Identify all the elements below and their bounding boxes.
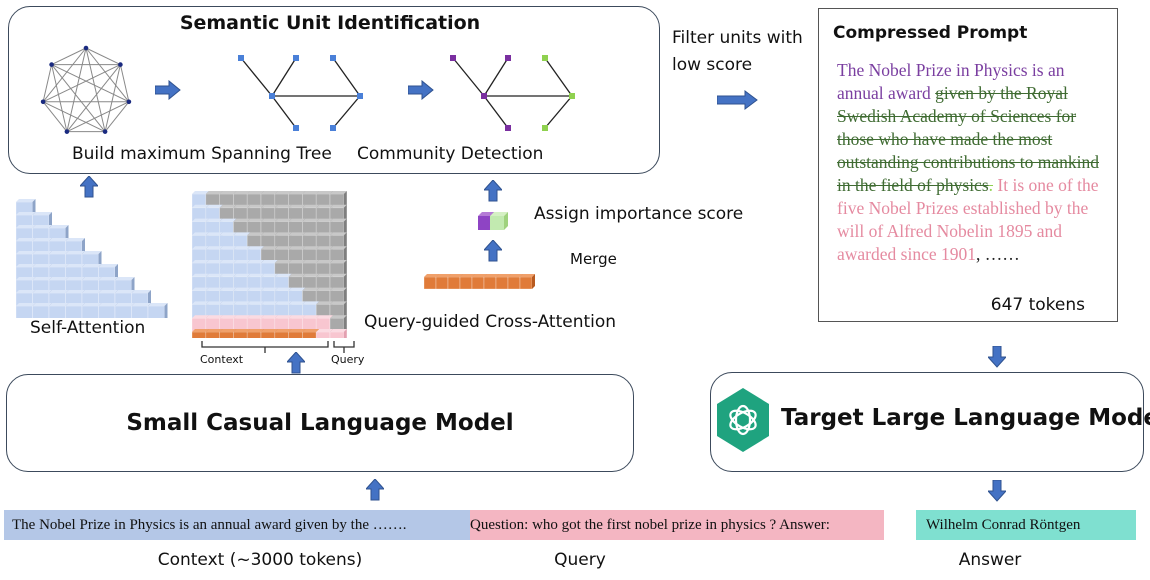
compressed-prompt-title: Compressed Prompt <box>833 23 1028 43</box>
query-bracket-label: Query <box>331 353 365 366</box>
right-arrow-icon <box>155 80 181 100</box>
graph-edge <box>85 47 106 132</box>
target-llm-box: Target Large Language Model <box>710 372 1150 472</box>
assign-importance-label: Assign importance score <box>534 204 744 224</box>
matrix-cell <box>329 273 347 291</box>
context-bracket-label: Context <box>200 353 244 366</box>
build-spanning-tree-label: Build maximum Spanning Tree <box>72 144 332 164</box>
graph-node <box>40 99 46 105</box>
importance-score-cubes <box>478 212 508 230</box>
matrix-cell <box>329 191 347 209</box>
context-caption: Context (~3000 tokens) <box>157 550 363 570</box>
retained-pink-text: It is one of the five Nobel Prizes estab… <box>837 175 1099 264</box>
graph-edge <box>66 47 87 132</box>
graph-edge <box>66 101 130 133</box>
matrix-cell <box>219 204 237 222</box>
community-detection-icon <box>450 55 575 131</box>
self-attention-matrix <box>15 199 168 318</box>
up-arrow-icon <box>80 176 98 198</box>
merged-score-bar <box>423 274 535 290</box>
graph-edge <box>85 47 121 66</box>
semantic-unit-title: Semantic Unit Identification <box>179 12 481 34</box>
graph-node <box>126 99 132 105</box>
matrix-cell <box>191 260 209 278</box>
graph-edge <box>51 64 130 103</box>
graph-node <box>49 62 54 67</box>
graph-node <box>118 62 123 67</box>
graph-edge <box>104 64 121 132</box>
semantic-unit-identification-panel <box>8 6 660 174</box>
query-caption: Query <box>554 550 606 570</box>
target-model-title: Target Large Language Model <box>781 405 1150 431</box>
small-language-model-box: Small Casual Language Model <box>6 374 634 472</box>
graph-edge <box>42 47 87 103</box>
token-count: 647 tokens <box>990 295 1085 315</box>
cross-attention-label: Query-guided Cross-Attention <box>364 312 617 332</box>
graph-node <box>83 45 89 51</box>
matrix-cell <box>191 273 209 291</box>
compressed-prompt-text: The Nobel Prize in Physics is an annual … <box>837 59 1107 266</box>
down-arrow-icon <box>988 480 1006 502</box>
filter-label-line1: Filter units with <box>672 28 803 48</box>
up-arrow-icon <box>484 180 502 202</box>
answer-caption: Answer <box>958 550 1022 570</box>
graph-edge <box>42 64 53 102</box>
graph-edge <box>51 64 106 132</box>
graph-edge <box>51 47 87 66</box>
kept-text: The Nobel Prize in Physics is an annual … <box>837 60 1065 103</box>
context-input-strip: The Nobel Prize in Physics is an annual … <box>4 510 470 540</box>
self-attention-label: Self-Attention <box>30 318 146 338</box>
graph-edge <box>119 64 130 102</box>
removed-text-tail: . <box>988 175 994 195</box>
spanning-tree-icon <box>238 55 363 131</box>
matrix-cell <box>329 204 347 222</box>
down-arrow-icon <box>988 346 1006 368</box>
openai-logo-icon <box>717 388 769 452</box>
graph-edge <box>42 64 121 103</box>
matrix-cell <box>329 329 347 338</box>
matrix-cell <box>329 232 347 250</box>
graph-edge <box>42 101 68 132</box>
matrix-cell <box>329 287 347 305</box>
right-arrow-icon <box>717 90 758 110</box>
graph-node <box>64 129 70 134</box>
query-input-strip: Question: who got the first nobel prize … <box>470 510 884 540</box>
up-arrow-icon <box>366 479 384 501</box>
community-detection-label: Community Detection <box>357 144 544 164</box>
right-arrow-icon <box>408 80 434 100</box>
small-model-title: Small Casual Language Model <box>126 410 514 436</box>
context-query-brackets <box>201 341 355 353</box>
removed-text: given by the Royal Swedish Academy of Sc… <box>837 83 1099 195</box>
merge-label: Merge <box>570 250 617 268</box>
filter-label: Filter units with low score <box>672 25 803 79</box>
matrix-cell <box>329 260 347 278</box>
complete-graph-icon <box>40 45 132 134</box>
up-arrow-icon <box>484 240 502 262</box>
matrix-cell <box>329 301 347 319</box>
answer-output-strip: Wilhelm Conrad Röntgen <box>916 510 1136 540</box>
graph-edge <box>104 101 130 132</box>
filter-label-line2: low score <box>672 55 753 75</box>
cross-attention-matrix <box>191 191 347 338</box>
compressed-prompt-panel: Compressed Prompt The Nobel Prize in Phy… <box>818 8 1118 322</box>
graph-edge <box>85 47 130 103</box>
graph-edge <box>66 64 121 132</box>
matrix-cell <box>329 218 347 236</box>
graph-edge <box>42 101 106 133</box>
merge-cell <box>519 274 535 290</box>
attention-cell <box>147 303 168 318</box>
graph-edge <box>51 64 68 132</box>
ellipsis: , …… <box>975 244 1020 264</box>
up-arrow-icon <box>287 352 305 374</box>
graph-node <box>102 129 108 134</box>
